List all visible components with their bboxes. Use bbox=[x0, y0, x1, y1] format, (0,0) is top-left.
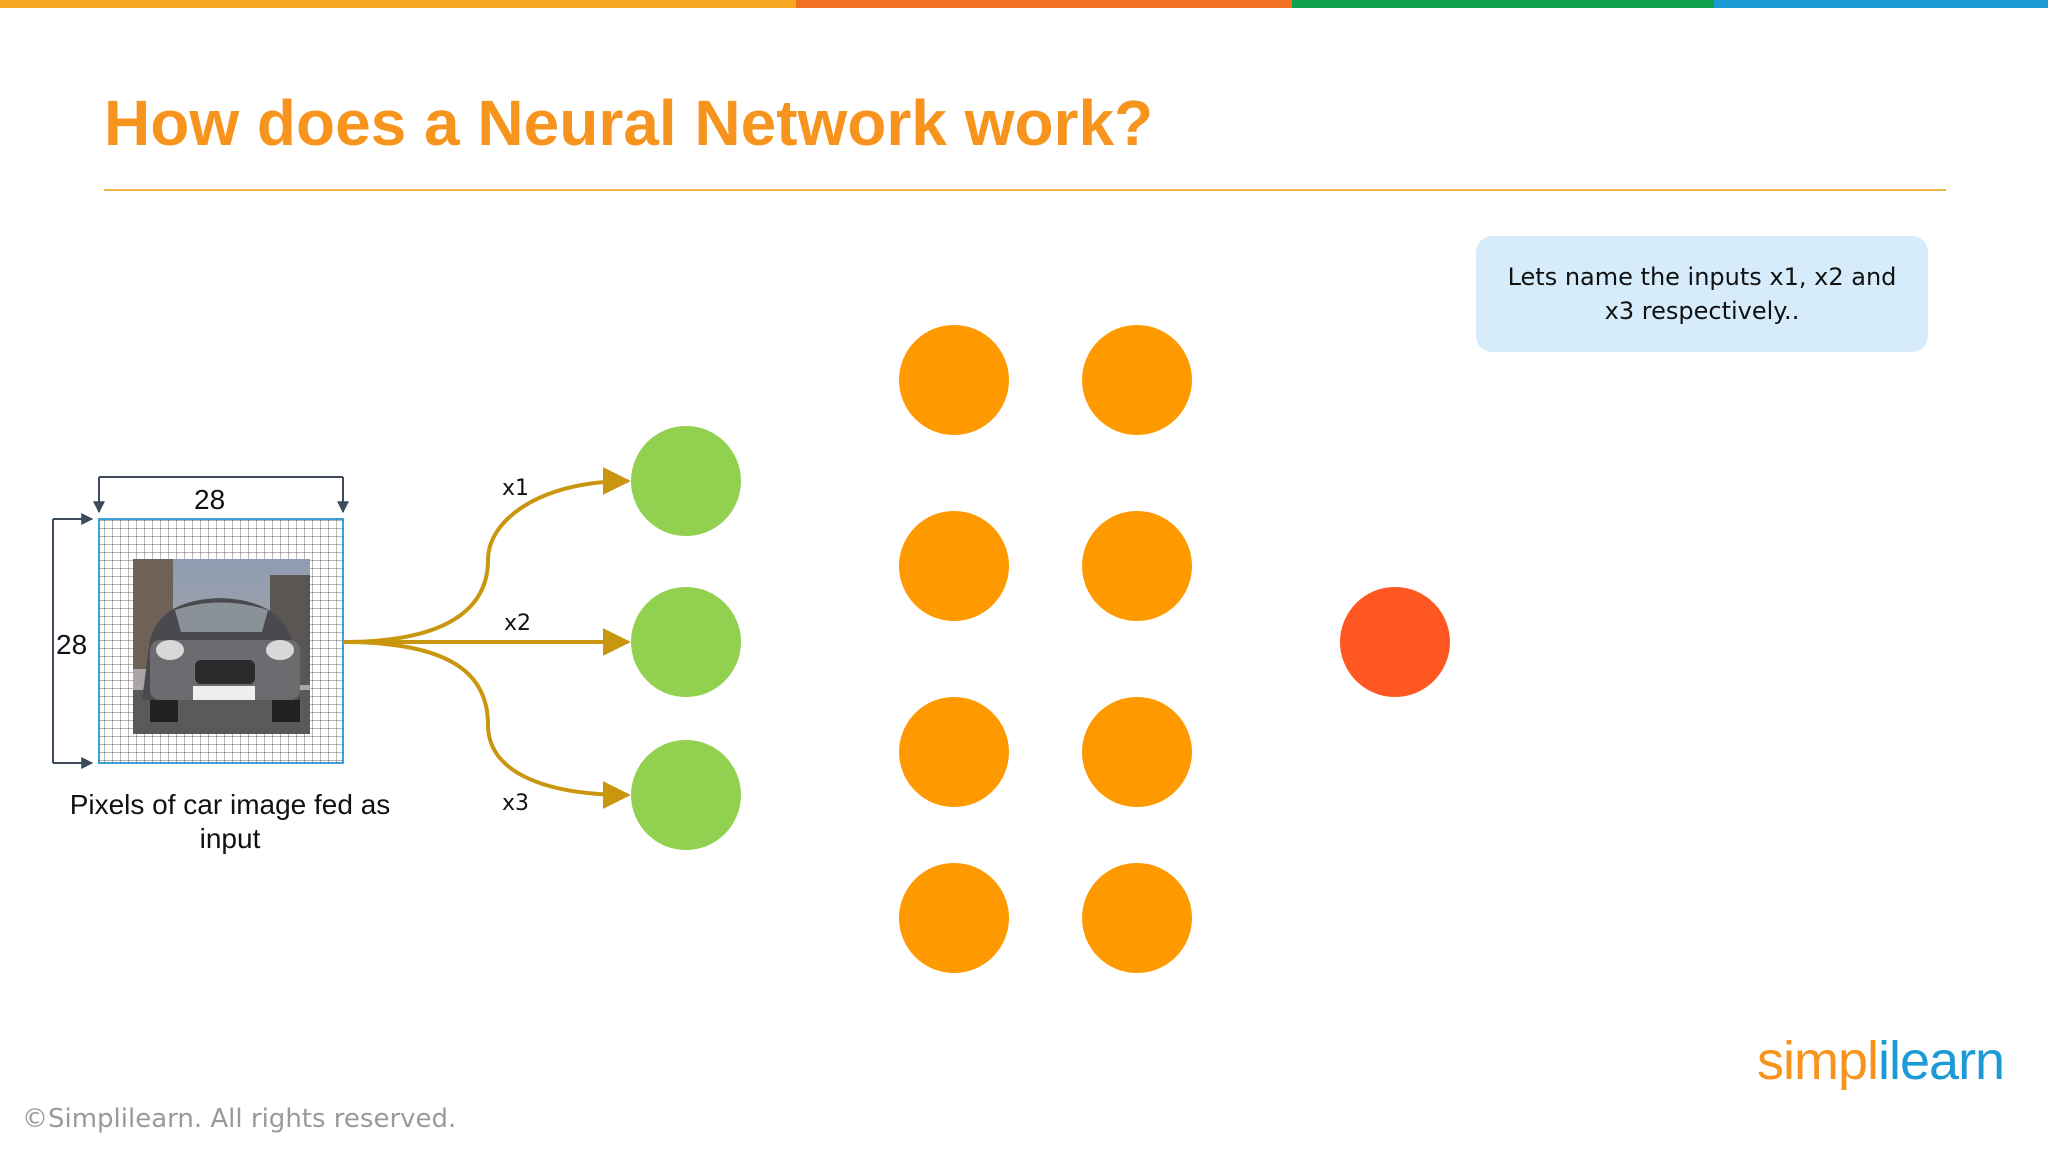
simplilearn-logo: simplilearn bbox=[1757, 1030, 2005, 1092]
top-bar-segment-yellow bbox=[0, 0, 796, 8]
height-label: 28 bbox=[56, 629, 88, 660]
car-photo bbox=[133, 559, 310, 734]
hidden-node-l2-3 bbox=[1082, 697, 1192, 807]
height-dimension bbox=[52, 513, 94, 769]
input-edges bbox=[342, 467, 631, 809]
image-caption: Pixels of car image fed as input bbox=[69, 789, 391, 854]
hidden-node-l1-4 bbox=[899, 863, 1009, 973]
edge-label-x1: x1 bbox=[502, 476, 529, 501]
hidden-node-l2-2 bbox=[1082, 511, 1192, 621]
callout-box: Lets name the inputs x1, x2 and x3 respe… bbox=[1476, 236, 1928, 352]
width-label: 28 bbox=[194, 484, 226, 515]
width-dimension bbox=[93, 476, 349, 514]
input-node-3 bbox=[631, 740, 741, 850]
edge-label-x2: x2 bbox=[504, 611, 531, 636]
edge-label-x3: x3 bbox=[502, 791, 529, 816]
title-divider bbox=[104, 189, 1946, 191]
logo-part-1: simpl bbox=[1757, 1031, 1879, 1091]
pixel-grid-image bbox=[98, 518, 344, 764]
hidden-node-l1-2 bbox=[899, 511, 1009, 621]
logo-part-2: ilearn bbox=[1878, 1031, 2005, 1091]
hidden-node-l1-1 bbox=[899, 325, 1009, 435]
edge-x1 bbox=[342, 467, 631, 644]
output-node-1 bbox=[1340, 587, 1450, 697]
copyright-footer: ©Simplilearn. All rights reserved. bbox=[22, 1104, 457, 1134]
hidden-node-l1-3 bbox=[899, 697, 1009, 807]
top-color-bar bbox=[0, 0, 2048, 8]
page-title: How does a Neural Network work? bbox=[104, 87, 1154, 159]
hidden-node-l2-1 bbox=[1082, 325, 1192, 435]
hidden-node-l2-4 bbox=[1082, 863, 1192, 973]
top-bar-segment-orange bbox=[796, 0, 1292, 8]
top-bar-segment-green bbox=[1292, 0, 1714, 8]
input-node-1 bbox=[631, 426, 741, 536]
input-node-2 bbox=[631, 587, 741, 697]
top-bar-segment-blue bbox=[1714, 0, 2048, 8]
edge-x3 bbox=[342, 640, 631, 809]
network-nodes bbox=[631, 325, 1450, 973]
